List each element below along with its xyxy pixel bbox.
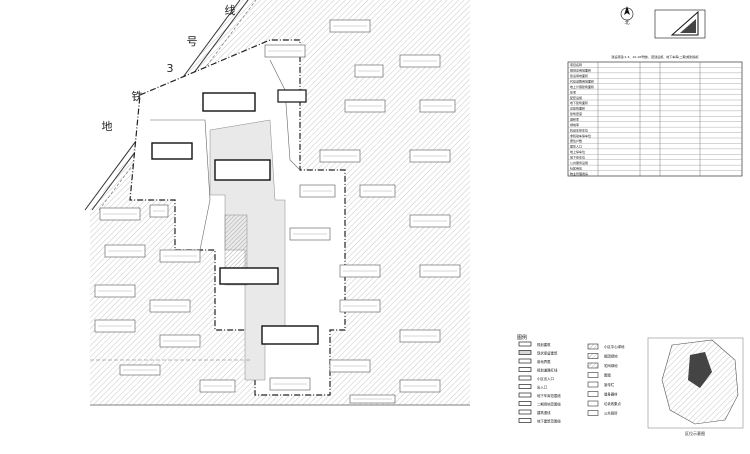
legend-swatch (518, 350, 532, 355)
legend-item-label: 垃圾收集点 (604, 401, 622, 406)
svg-text:图例: 图例 (517, 334, 527, 341)
railway-label-char: 铁 (132, 90, 143, 103)
legend-item-label: 规划道路红线 (537, 368, 558, 373)
table-row-label: 地上停车位 (570, 149, 585, 154)
table-row-label: 绿地率 (570, 122, 579, 127)
legend-item-label: 围墙 (604, 373, 611, 378)
table-row-label: 代征道路用地面积 (570, 79, 594, 84)
legend-item-label: 宣传栏 (604, 382, 615, 387)
table-row-label: 容积率 (570, 117, 579, 122)
table-row-label: 公共服务设施 (570, 160, 588, 165)
svg-text:北: 北 (624, 19, 629, 26)
table-row-label: 社区用房 (570, 165, 582, 170)
legend-swatch (518, 341, 532, 347)
svg-text:区位示意图: 区位示意图 (685, 430, 705, 436)
legend-item-label: 小区中心绿地 (604, 344, 625, 349)
table-row-label: 项目名称 (570, 62, 582, 67)
legend-item-label: 现状保留建筑 (537, 351, 558, 356)
legend-swatch (587, 372, 599, 378)
building-1 (202, 92, 256, 112)
north-arrow: 北 (620, 6, 634, 26)
legend-swatch (518, 409, 532, 415)
location-key-map: 区位示意图 (647, 337, 744, 436)
table-row-label: 地下停车位 (570, 155, 585, 160)
site-road (150, 119, 211, 251)
building-10 (219, 267, 279, 285)
legend-swatch (587, 400, 599, 407)
facility-building (277, 89, 307, 103)
table-row-label: 非机动车停车位 (570, 133, 591, 138)
legend-swatch (518, 418, 532, 423)
legend-item-label: 健身器材 (604, 392, 618, 397)
site-plan: 线号 3 铁地 (84, 0, 470, 406)
table-row-label: 居住人口 (570, 144, 582, 149)
legend-item-label: 规划建筑 (537, 342, 551, 347)
legend-swatch (587, 410, 599, 416)
legend: 图例 规划建筑现状保留建筑用地界限规划道路红线小区出入口出入口地下车库范围线二期… (517, 334, 625, 424)
legend-swatch (587, 391, 599, 397)
legend-item-label: 用地界限 (537, 359, 551, 364)
building-2 (151, 142, 193, 160)
legend-swatch (518, 401, 532, 406)
railway-label-char: 号 (187, 35, 198, 48)
table-row-label: 建筑密度 (570, 111, 582, 116)
table-row-label: 规划总用地面积 (570, 68, 591, 73)
legend-item-label: 组团绿地 (604, 354, 618, 359)
railway-label-char: 地 (102, 120, 113, 133)
site-road-east (269, 59, 301, 171)
key-map-site-marker (688, 352, 712, 388)
table-row-label: 地下建筑面积 (570, 100, 588, 105)
legend-swatch (518, 392, 532, 398)
legend-swatch (587, 343, 599, 350)
legend-item-label: 出入口 (537, 385, 547, 390)
table-row-label: 建设用地面积 (570, 73, 588, 78)
indicator-table: 建设项目(1-3、10-16号楼)、配建设施、地下车库(二期)规划指标 项目名称… (567, 54, 743, 177)
table-row-label: 配套设施 (570, 95, 582, 100)
legend-swatch (518, 358, 532, 364)
legend-item-label: 地下建筑范围线 (537, 419, 561, 424)
building-11 (261, 325, 319, 345)
planned-buildings (151, 89, 319, 345)
table-row-label: 机动车停车位 (570, 127, 588, 132)
legend-swatch (518, 375, 532, 381)
legend-item-label: 二期用地范围线 (537, 402, 561, 407)
table-row-label: 地上计容建筑面积 (570, 84, 594, 89)
legend-item-label: 小区出入口 (537, 376, 554, 381)
legend-item-label: 公共厕所 (604, 411, 618, 416)
building-3 (214, 159, 271, 181)
railway-label: 线号 3 铁地 (102, 3, 236, 133)
table-row-label: 居住户数 (570, 138, 582, 143)
table-row-label: 总建筑面积 (570, 106, 585, 111)
legend-swatch (587, 381, 599, 388)
railway-label-char: 3 (167, 62, 174, 75)
legend-swatch (587, 353, 599, 359)
legend-item-label: 宅间绿地 (604, 363, 618, 368)
legend-swatch (587, 362, 599, 369)
legend-swatch (518, 367, 532, 372)
legend-swatch (518, 384, 532, 389)
legend-item-label: 建筑退线 (537, 410, 551, 415)
table-row-label: 住宅 (570, 89, 576, 94)
svg-text:建设项目(1-3、10-16号楼)、配建设施、地下车库(二期: 建设项目(1-3、10-16号楼)、配建设施、地下车库(二期)规划指标 (611, 54, 698, 59)
table-row-label: 物业管理用房 (570, 171, 588, 176)
legend-item-label: 地下车库范围线 (537, 393, 561, 398)
existing-buildings (94, 19, 461, 404)
central-court (209, 119, 286, 381)
site-key-icon (654, 9, 706, 39)
railway-label-char: 线 (225, 3, 236, 17)
